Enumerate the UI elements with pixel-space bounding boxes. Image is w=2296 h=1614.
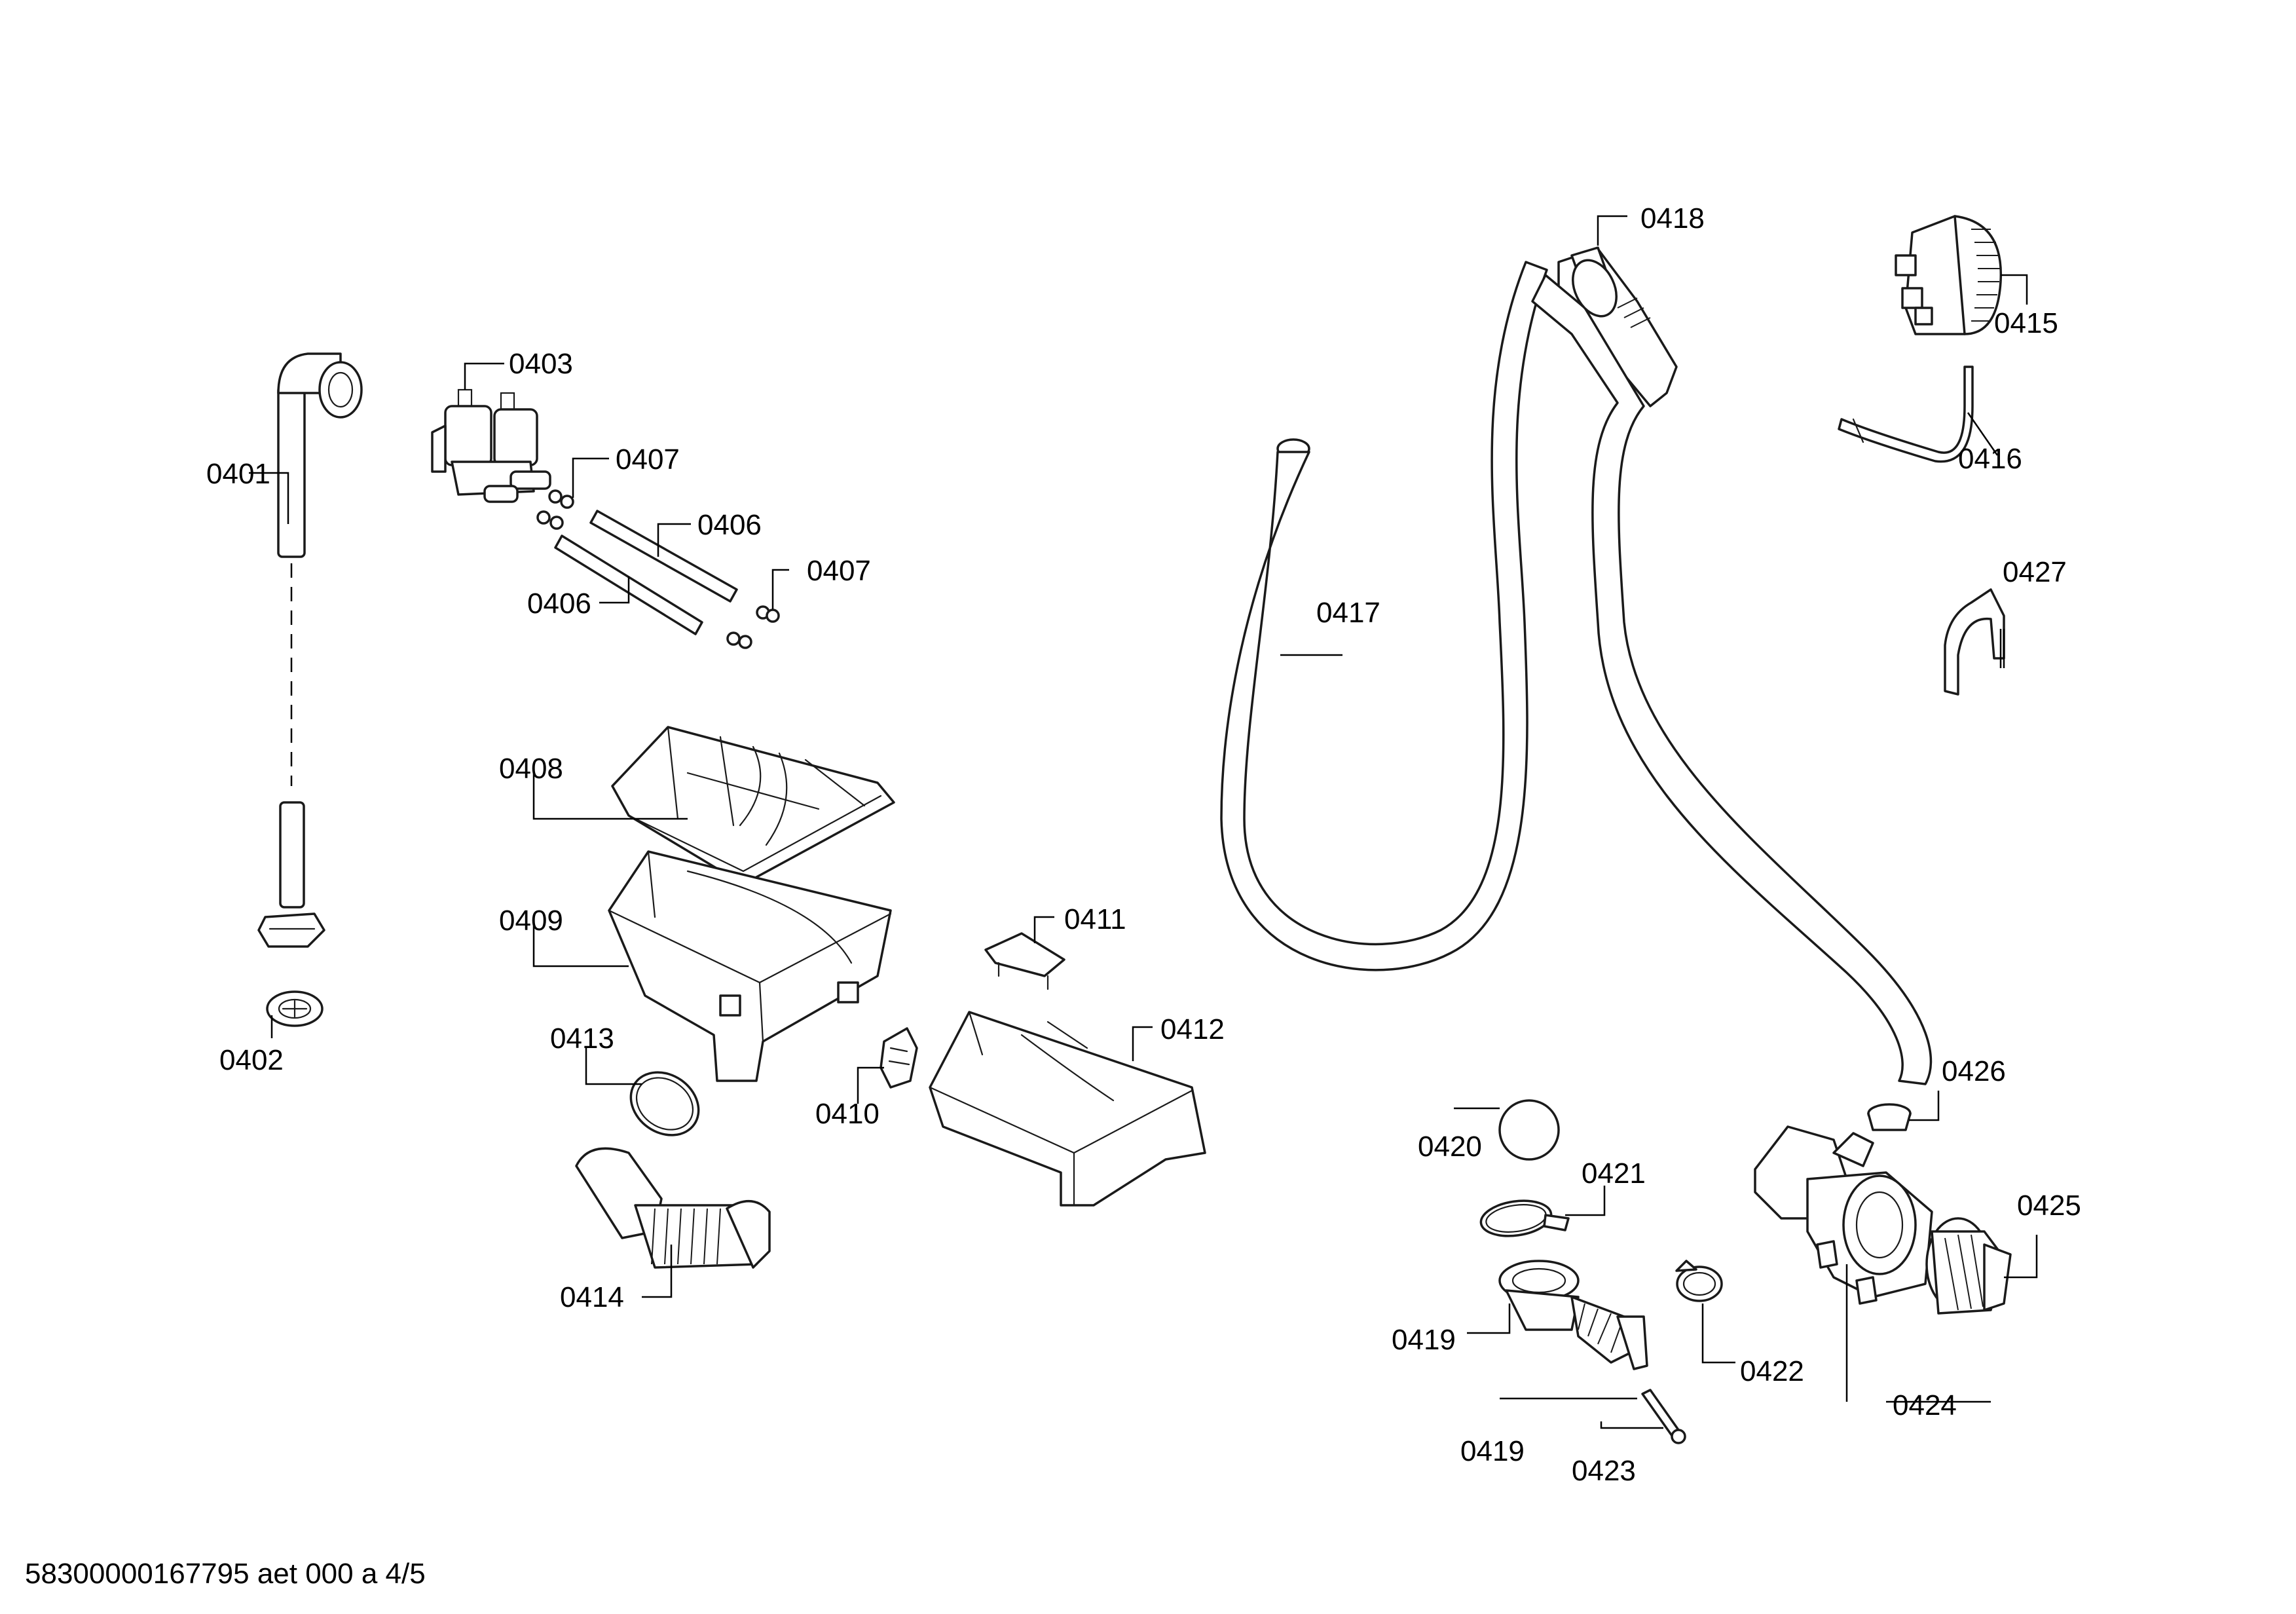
leader-0422 [1701,1304,1735,1364]
label-0412: 0412 [1160,1013,1225,1045]
label-0427: 0427 [2003,556,2067,588]
leader-0418 [1597,215,1627,246]
part-0403-inlet-valve [431,388,551,503]
label-0422: 0422 [1740,1355,1804,1387]
part-0401-inlet-elbow-hose [257,352,363,948]
part-0408-dispenser-cover [611,726,895,886]
label-0419a: 0419 [1392,1324,1456,1356]
label-0407a: 0407 [616,443,680,476]
leader-lines [249,215,2038,1429]
part-0418-drain-hose-elbow [1531,246,1933,1085]
part-0423-screw [1641,1389,1686,1444]
leader-0411 [1033,916,1054,943]
label-0415: 0415 [1994,307,2058,339]
leader-0406b [599,576,630,604]
part-0413-seal-ring [629,1071,700,1136]
label-0401: 0401 [206,458,270,490]
label-0417: 0417 [1316,597,1380,629]
part-0402-filter-sieve [266,990,324,1027]
label-0406b: 0406 [527,588,591,620]
part-0416-pressure-hose [1838,366,1974,463]
leader-0407b [771,569,789,609]
label-0407b: 0407 [807,555,871,587]
leader-0403 [464,362,504,390]
leader-0412 [1132,1026,1153,1061]
part-0421-hose-clamp [1479,1199,1570,1237]
label-0425: 0425 [2017,1190,2081,1222]
leader-0425 [2004,1235,2038,1279]
label-0411: 0411 [1064,903,1126,935]
part-0407-clamps-bottom [726,605,780,649]
label-0423: 0423 [1572,1455,1636,1487]
leader-0416 [1967,412,1999,456]
part-0424-drain-pump [1754,1125,1933,1305]
part-0419-sump-hose [1498,1260,1648,1370]
leader-0410 [857,1066,884,1104]
leader-0401 [249,472,289,524]
part-0426-hose-clip [1867,1103,1912,1131]
leader-0415 [2001,274,2028,305]
leader-0413 [585,1048,642,1085]
part-0407-clamps-top [536,489,574,530]
document-reference-footer: 58300000167795 aet 000 a 4/5 [25,1558,426,1590]
leader-0419a [1467,1304,1511,1334]
part-0414-bellows-hose [575,1147,771,1269]
part-0417-drain-hose [1220,261,1548,971]
leader-0423 [1600,1421,1663,1429]
label-0421: 0421 [1582,1157,1646,1190]
label-0418: 0418 [1640,202,1705,235]
leader-0426 [1909,1091,1940,1121]
part-0415-pressure-switch [1895,215,2003,335]
label-0420: 0420 [1418,1131,1482,1163]
label-0414: 0414 [560,1281,624,1313]
part-0410-siphon-cap [880,1027,918,1089]
part-labels: 0401 0402 0403 0407 0406 0406 0407 0408 … [206,202,2081,1487]
leader-0407a [572,457,609,498]
leader-0409 [532,917,629,967]
label-0408: 0408 [499,753,563,785]
label-0403: 0403 [509,348,573,380]
leader-0408 [532,766,688,820]
label-0426: 0426 [1942,1055,2006,1087]
part-0409-dispenser-housing [608,850,892,1082]
part-0412-dispenser-drawer [929,1011,1206,1207]
part-0411-flap [984,932,1065,990]
label-0402: 0402 [219,1044,284,1076]
leader-0414 [642,1245,673,1298]
part-0422-clamp [1675,1260,1723,1302]
leader-0406a [657,523,691,557]
label-0416: 0416 [1958,443,2022,475]
label-0406a: 0406 [697,509,762,541]
label-0413: 0413 [550,1023,614,1055]
part-0420-o-ring [1498,1099,1560,1161]
label-0424: 0424 [1893,1389,1957,1421]
leader-0421 [1565,1186,1606,1216]
label-0409: 0409 [499,905,563,937]
label-0419b: 0419 [1460,1435,1525,1467]
label-0410: 0410 [815,1098,880,1130]
part-0425-pump-filter [1925,1217,2012,1315]
part-0427-hose-clip [1944,588,2005,696]
